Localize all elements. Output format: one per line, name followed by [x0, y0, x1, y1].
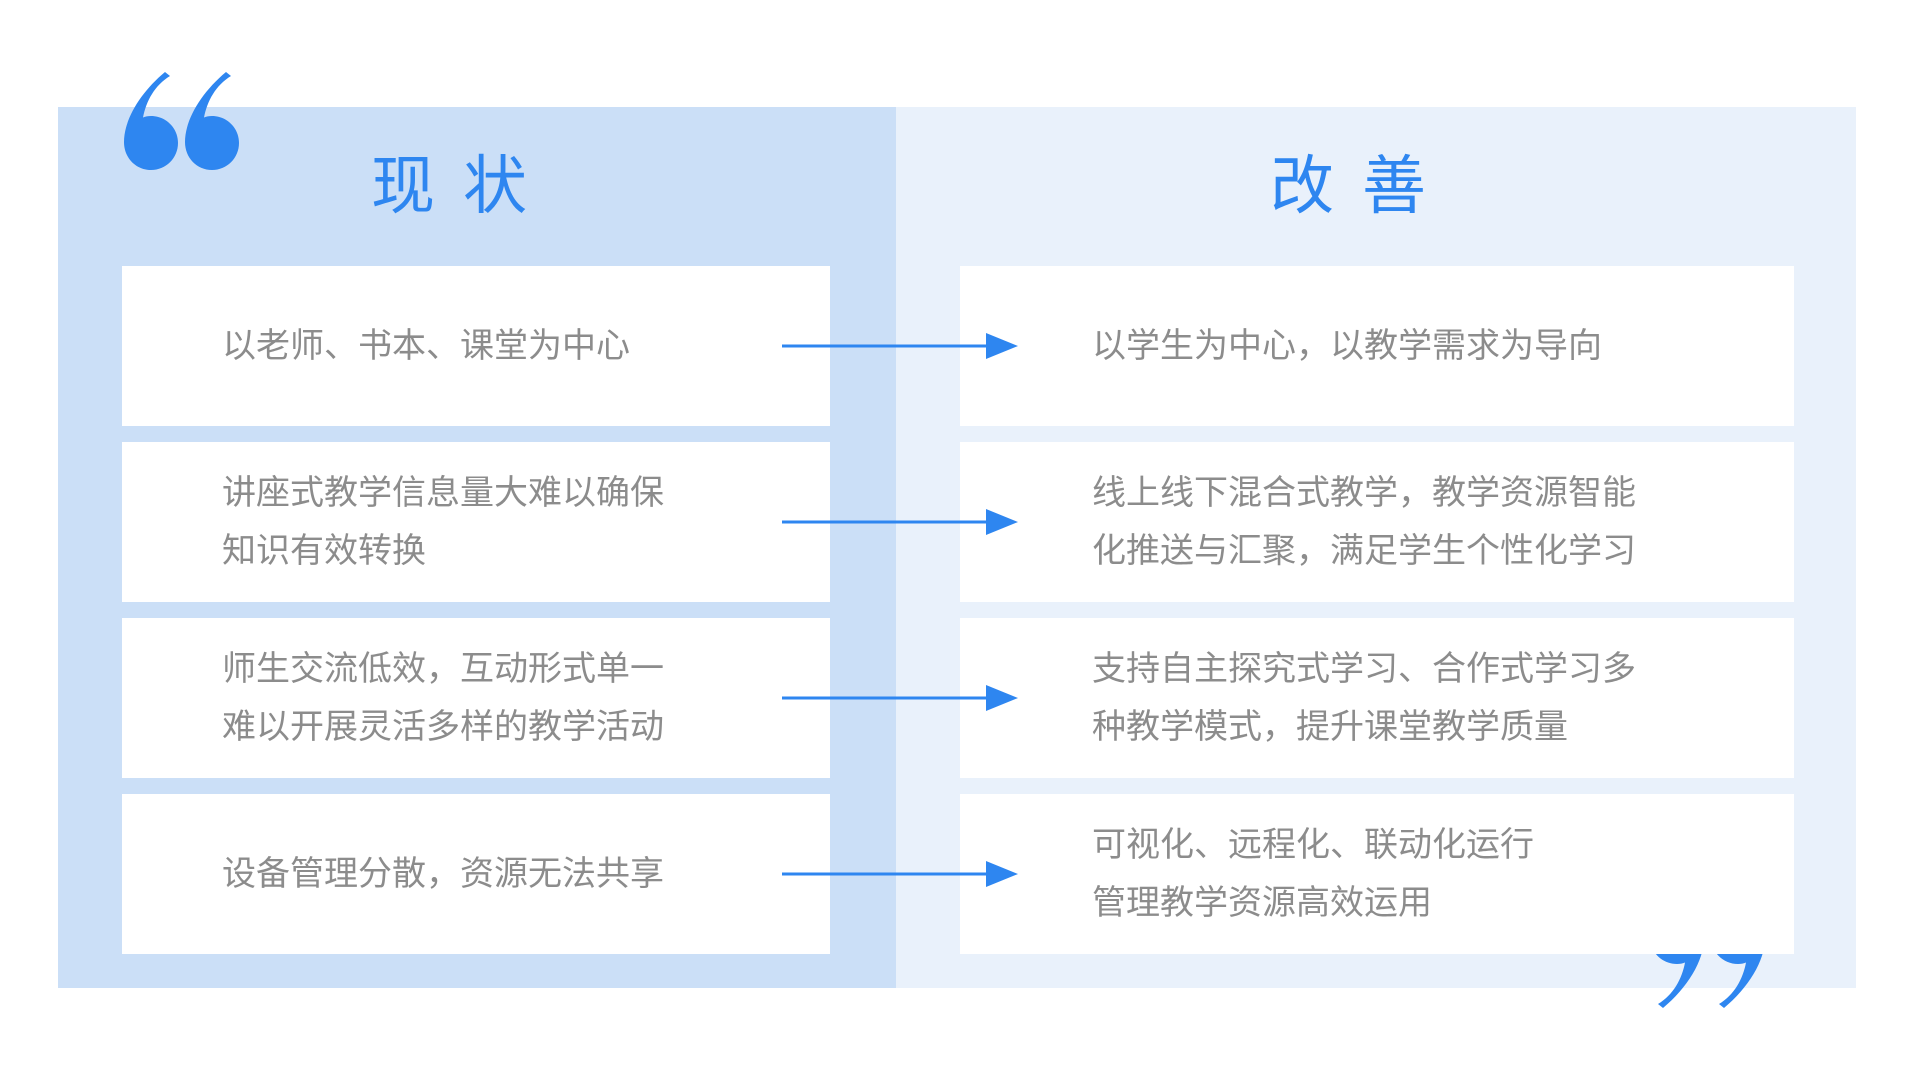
current-item-4-text: 设备管理分散，资源无法共享: [222, 855, 664, 893]
current-item-1-card: 以老师、书本、课堂为中心: [122, 266, 830, 426]
open-quote-icon: [124, 72, 239, 170]
arrow-right-icon: [782, 685, 1018, 711]
current-status-header: 现状: [371, 150, 555, 222]
improved-item-4-text: 可视化、远程化、联动化运行: [1092, 826, 1534, 864]
improved-item-4-card: 可视化、远程化、联动化运行 管理教学资源高效运用: [960, 794, 1794, 954]
arrow-right-icon: [782, 861, 1018, 887]
improved-item-2-text: 线上线下混合式教学，教学资源智能: [1092, 474, 1636, 512]
current-item-2-card: 讲座式教学信息量大难以确保 知识有效转换: [122, 442, 830, 602]
current-item-4-card: 设备管理分散，资源无法共享: [122, 794, 830, 954]
arrow-right-icon: [782, 333, 1018, 359]
improved-item-1-text: 以学生为中心，以教学需求为导向: [1092, 327, 1602, 365]
current-item-3-card: 师生交流低效，互动形式单一 难以开展灵活多样的教学活动: [122, 618, 830, 778]
improved-item-3-text: 支持自主探究式学习、合作式学习多: [1092, 650, 1636, 688]
improvement-header: 改善: [1270, 150, 1454, 222]
current-item-2-text: 讲座式教学信息量大难以确保: [222, 474, 664, 512]
arrow-right-icon: [782, 509, 1018, 535]
current-item-1-text: 以老师、书本、课堂为中心: [222, 327, 630, 365]
improved-item-1-card: 以学生为中心，以教学需求为导向: [960, 266, 1794, 426]
improved-item-3-card: 支持自主探究式学习、合作式学习多 种教学模式，提升课堂教学质量: [960, 618, 1794, 778]
improved-item-2-card: 线上线下混合式教学，教学资源智能 化推送与汇聚，满足学生个性化学习: [960, 442, 1794, 602]
current-item-3-text: 师生交流低效，互动形式单一: [222, 650, 664, 688]
